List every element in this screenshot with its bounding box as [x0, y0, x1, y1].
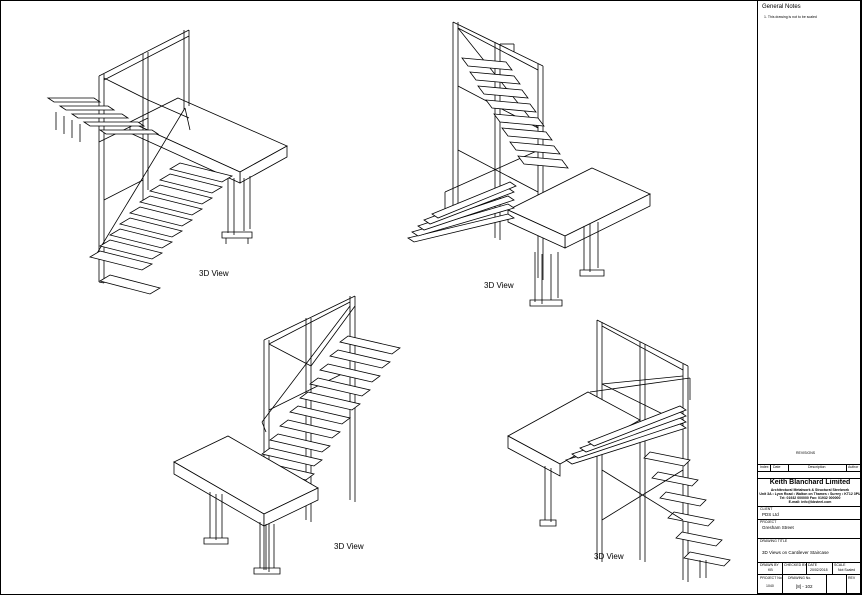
- revision-col-date: Date: [773, 465, 781, 469]
- drawing-title-label: DRAWING TITLE: [760, 539, 788, 543]
- drawing-title-value: 3D Views on Cantilever Staircase: [762, 550, 829, 555]
- view-label-3: 3D View: [334, 542, 364, 551]
- date-label: DATE: [808, 563, 818, 567]
- revision-col-index: Index: [760, 465, 769, 469]
- general-notes-heading: General Notes: [762, 4, 801, 10]
- drawing-no-value: [8] - 102: [796, 584, 813, 589]
- project-label: PROJECT: [760, 520, 777, 524]
- title-block: General Notes 1. This drawing is not to …: [757, 0, 861, 594]
- client-label: CLIENT: [760, 507, 773, 511]
- scale-value: Not Scaled: [838, 568, 856, 572]
- revision-col-author: Author: [848, 465, 859, 469]
- staircase-view-2: [407, 21, 651, 307]
- staircase-view-1: [46, 29, 288, 295]
- company-line-2: Unit 3A • Lyon Road • Walton on Thames •…: [759, 492, 861, 496]
- project-no-value: 1040: [766, 584, 774, 588]
- scale-label: SCALE: [834, 563, 846, 567]
- drawn-by-value: KB: [768, 568, 773, 572]
- staircase-view-4: [507, 319, 731, 582]
- revisions-heading: REVISIONS: [796, 451, 816, 455]
- project-value: Gresham Street: [762, 525, 794, 530]
- revision-col-description: Description: [808, 465, 826, 469]
- project-no-label: PROJECT No.: [760, 576, 783, 580]
- company-line-4: E-mail: info@kbsteel.com: [788, 500, 832, 504]
- date-value: 20/02/2018: [810, 568, 828, 572]
- client-value: PDS Ltd: [762, 512, 779, 517]
- drawing-no-label: DRAWING No.: [788, 576, 812, 580]
- checked-by-label: CHECKED BY: [784, 563, 807, 567]
- staircase-view-3: [173, 295, 401, 575]
- view-label-4: 3D View: [594, 552, 624, 561]
- rev-label: REV: [848, 576, 856, 580]
- drawn-by-label: DRAWN BY: [760, 563, 779, 567]
- note-1: 1. This drawing is not to be scaled: [764, 15, 817, 19]
- company-name: Keith Blanchard Limited: [769, 479, 851, 486]
- view-label-2: 3D View: [484, 281, 514, 290]
- company-line-3: Tel: 01932 000000 Fax: 01932 000000: [779, 496, 841, 500]
- view-label-1: 3D View: [199, 269, 229, 278]
- company-line-1: Architectural Metalwork & Structural Ste…: [770, 488, 850, 492]
